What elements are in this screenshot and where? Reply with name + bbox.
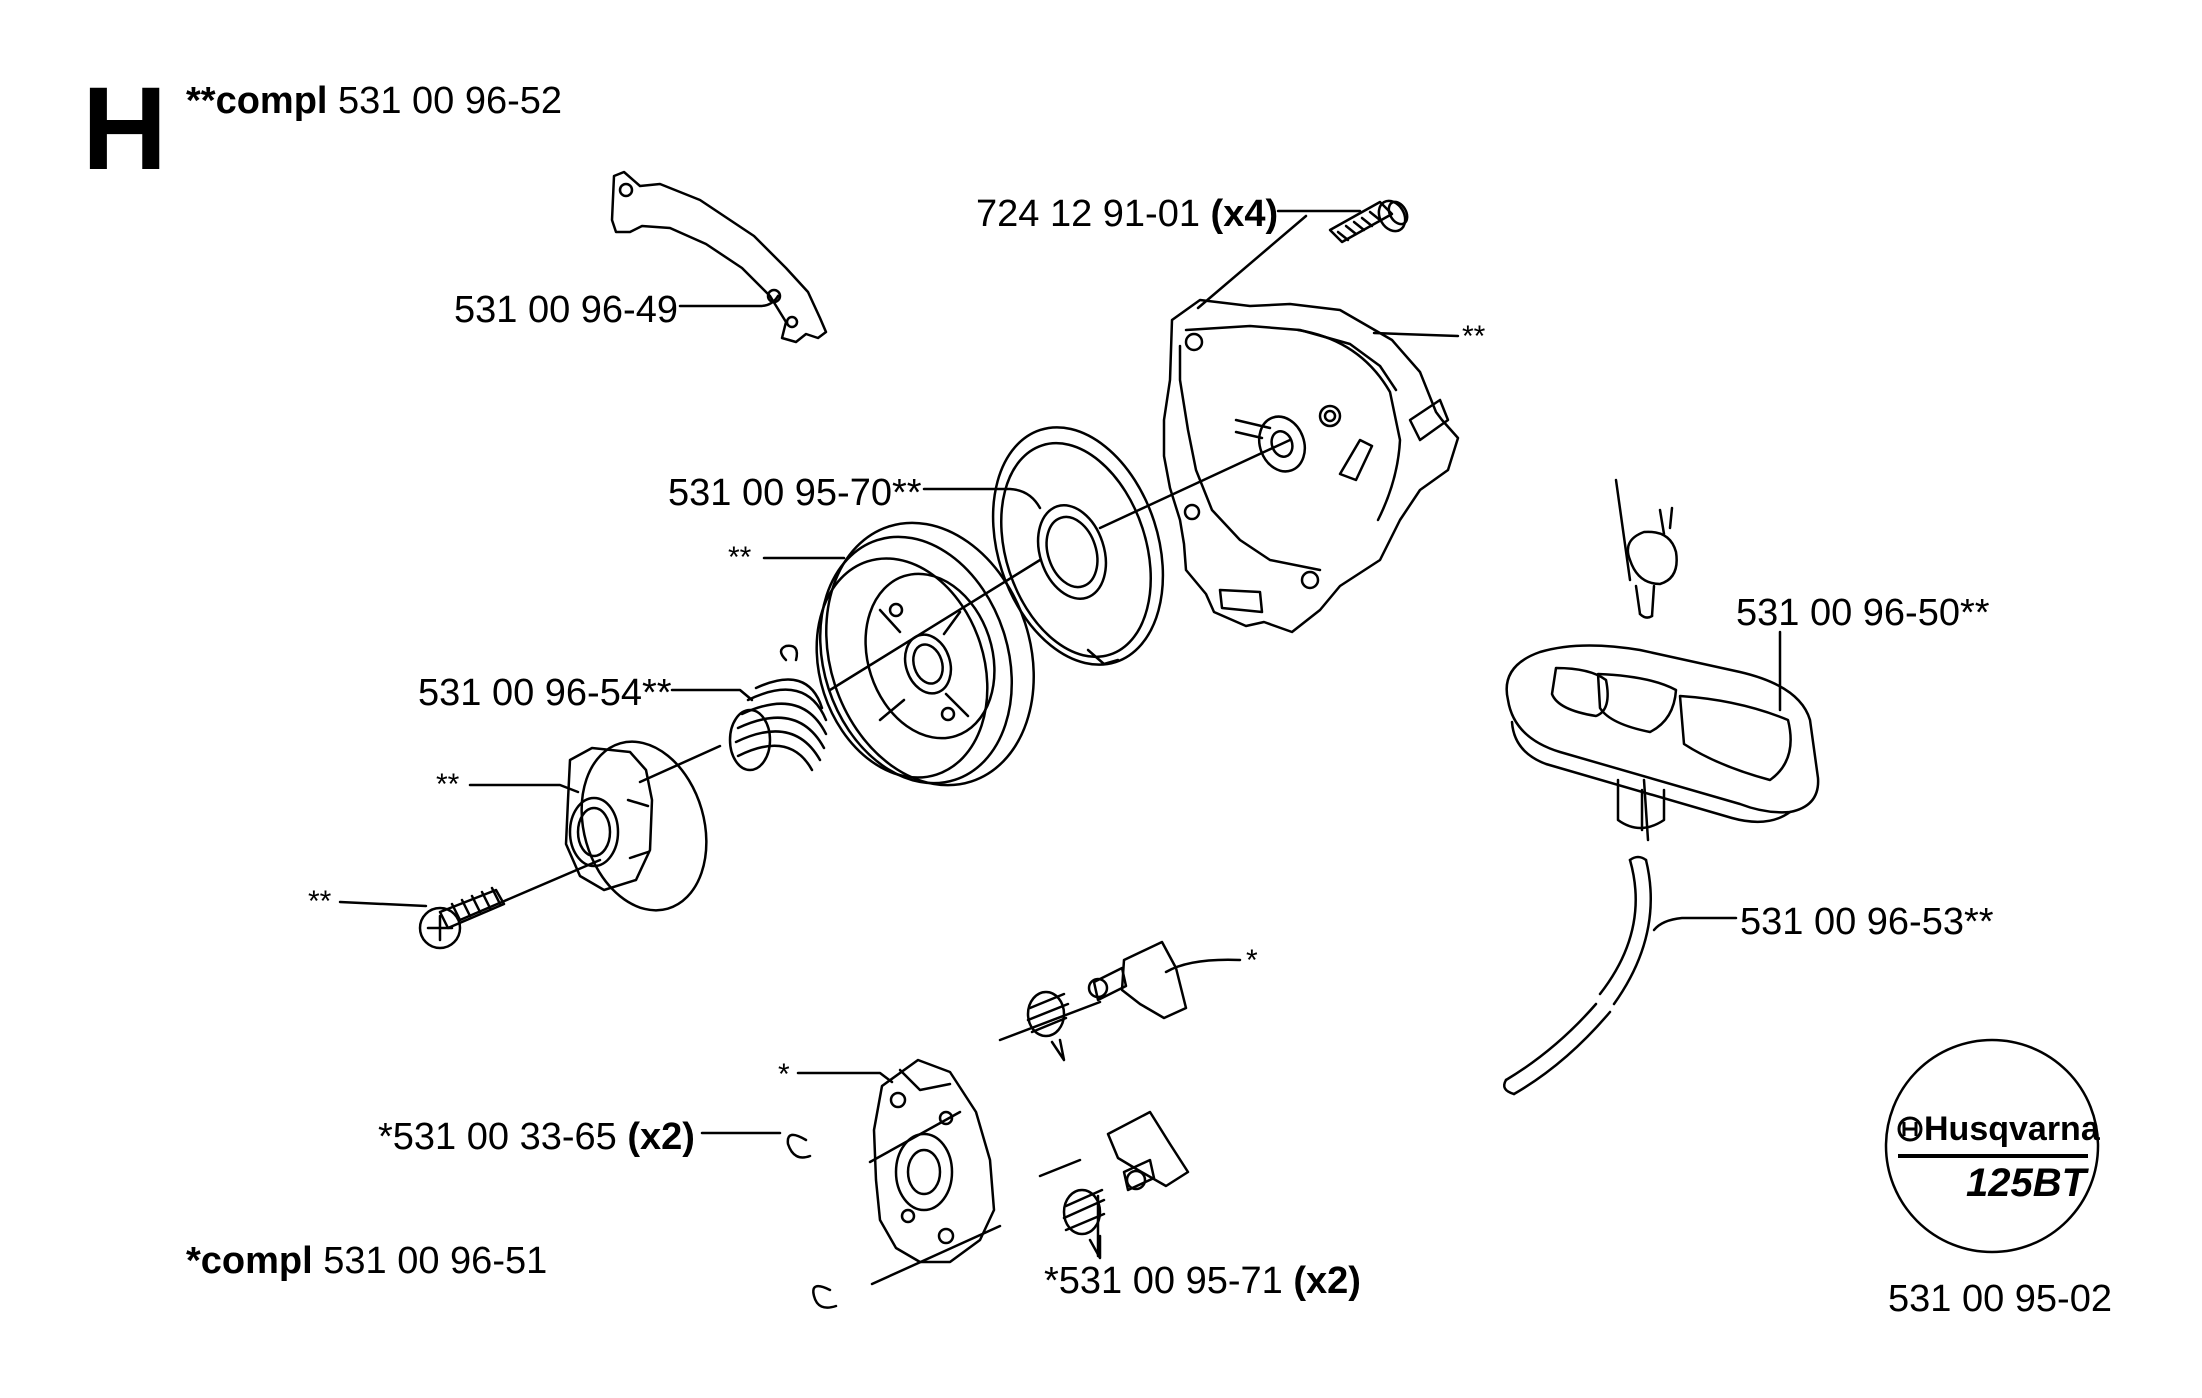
starter-housing-part: [1162, 298, 1460, 634]
husqvarna-crown-icon: [1897, 1116, 1923, 1142]
lower-assembly-label: *compl 531 00 96-51: [186, 1242, 547, 1280]
leader-cord: [1652, 916, 1738, 932]
upper-assembly-label: **compl 531 00 96-52: [186, 82, 562, 120]
section-letter: H: [82, 63, 168, 195]
callout-screw-part: 724 12 91-01: [976, 193, 1200, 235]
callout-pawl-spring-part: *531 00 95-71: [1044, 1260, 1283, 1302]
callout-circlip-part: *531 00 33-65: [378, 1116, 617, 1158]
callout-circlip-qty: (x2): [627, 1116, 695, 1158]
callout-bracket: 531 00 96-49: [454, 289, 678, 331]
starter-handle-part: [1505, 644, 1820, 832]
pulley-part: [815, 521, 1035, 787]
callout-small-spring: 531 00 96-54**: [418, 672, 672, 714]
logo-circle: [1884, 1038, 2100, 1254]
leader-center-screw: [338, 900, 428, 908]
callout-cord: 531 00 96-53**: [1740, 901, 1994, 943]
circlip-parts: [786, 1133, 838, 1309]
assembly-axis: [458, 214, 1650, 1286]
leader-housing: [1372, 331, 1460, 338]
screw-x4-part: [1328, 199, 1409, 244]
callout-recoil-spring: 531 00 95-70**: [668, 472, 922, 514]
pawl-lower-part: [1062, 1110, 1190, 1260]
callout-center-screw: **: [308, 885, 332, 918]
document-number: 531 00 95-02: [1888, 1278, 2112, 1320]
logo-model: 125BT: [1966, 1161, 2090, 1205]
callout-hub: **: [436, 768, 460, 801]
leader-pawl-carrier: [796, 1071, 894, 1084]
callout-screw-x4: 724 12 91-01 (x4): [976, 195, 1278, 233]
callout-circlip: *531 00 33-65 (x2): [378, 1118, 695, 1156]
pawl-upper-part: [1026, 940, 1188, 1062]
callout-pawl-spring-qty: (x2): [1293, 1260, 1361, 1302]
callout-pawl: *: [1246, 944, 1258, 977]
leader-hub: [468, 783, 580, 794]
small-spring-part: [728, 644, 828, 772]
callout-pawl-spring: *531 00 95-71 (x2): [1044, 1262, 1361, 1300]
callout-pawl-carrier: *: [778, 1058, 790, 1091]
leader-small-spring: [670, 688, 754, 702]
lower-assembly-part: 531 00 96-51: [323, 1240, 548, 1282]
bracket-part: [610, 170, 828, 344]
leader-bracket: [678, 294, 780, 308]
callout-handle: 531 00 96-50**: [1736, 592, 1990, 634]
leader-recoil-spring: [922, 487, 1042, 510]
recoil-spring-part: [991, 426, 1165, 666]
cord-part: [1503, 855, 1652, 1096]
callout-pulley: **: [728, 541, 752, 574]
leader-pawl: [1164, 958, 1242, 974]
pawl-carrier-part: [872, 1058, 996, 1264]
husqvarna-logo-badge: Husqvarna 125BT: [1884, 1038, 2101, 1254]
callout-housing: **: [1462, 320, 1486, 353]
center-screw-part: [418, 886, 506, 950]
upper-assembly-part: 531 00 96-52: [338, 80, 563, 122]
upper-assembly-prefix: **compl: [186, 80, 328, 122]
callout-screw-qty: (x4): [1210, 193, 1279, 235]
cord-knot-part: [1626, 506, 1678, 619]
leader-lines: [338, 209, 1782, 1258]
hub-part: [564, 740, 708, 912]
logo-brand: Husqvarna: [1924, 1110, 2101, 1148]
lower-assembly-prefix: *compl: [186, 1240, 313, 1282]
